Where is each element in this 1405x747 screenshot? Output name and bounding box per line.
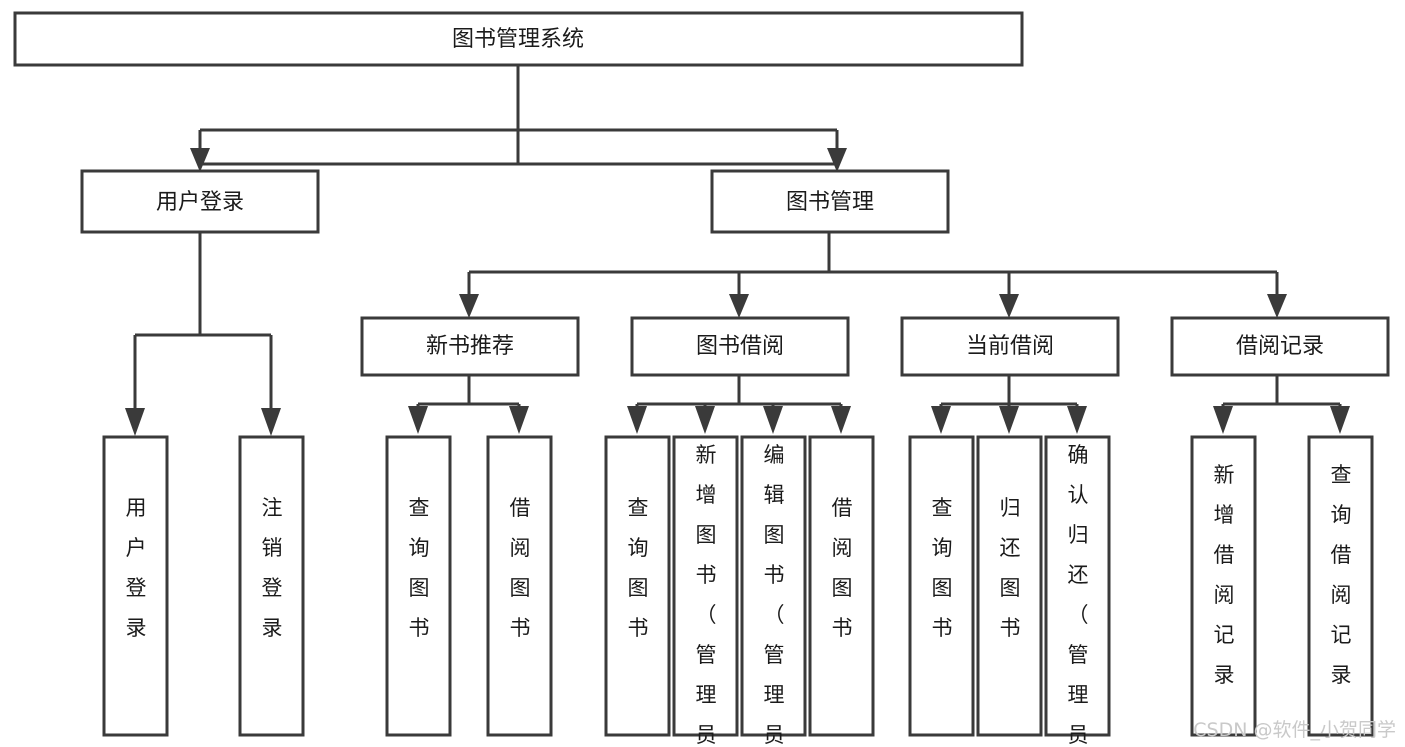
node-leaf-logout-login-label: 注销登录: [262, 496, 283, 640]
node-leaf-user-login-label: 用户登录: [126, 496, 147, 640]
node-leaf-query-book-2-label: 查询图书: [628, 496, 649, 640]
arrow-to-leaf-borrow-book-1: [509, 406, 529, 434]
node-root-label: 图书管理系统: [452, 27, 584, 52]
node-leaf-add-book-label: 新增图书（管理员）: [696, 443, 717, 747]
csdn-watermark: CSDN @软件_小贺同学: [1193, 719, 1396, 741]
arrow-to-current-borrow: [999, 294, 1019, 318]
node-leaf-confirm-return-label: 确认归还（管理员）: [1068, 443, 1089, 747]
arrow-to-leaf-edit-book: [763, 406, 783, 434]
connector-root-bus: [190, 66, 847, 172]
node-leaf-user-login[interactable]: 用户登录: [102, 435, 169, 737]
node-leaf-add-book[interactable]: 新增图书（管理员）: [672, 435, 739, 747]
node-borrow-record-label: 借阅记录: [1236, 334, 1324, 359]
node-leaf-query-record-label: 查询借阅记录: [1331, 463, 1352, 687]
node-current-borrow[interactable]: 当前借阅: [900, 316, 1120, 377]
connector-user-login-bus: [125, 233, 281, 436]
connector-borrow-record-bus: [1213, 376, 1350, 434]
arrow-to-leaf-add-book: [695, 406, 715, 434]
node-current-borrow-label: 当前借阅: [966, 334, 1054, 359]
node-leaf-query-book-3-label: 查询图书: [932, 496, 953, 640]
arrow-to-leaf-borrow-book-2: [831, 406, 851, 434]
arrow-to-user-login: [190, 148, 210, 172]
node-leaf-borrow-book-2[interactable]: 借阅图书: [808, 435, 875, 737]
node-leaf-add-record-label: 新增借阅记录: [1214, 463, 1235, 687]
node-leaf-return-book[interactable]: 归还图书: [976, 435, 1043, 737]
node-root[interactable]: 图书管理系统: [13, 11, 1024, 67]
arrow-to-leaf-query-book-3: [931, 406, 951, 434]
arrow-to-leaf-confirm-return: [1067, 406, 1087, 434]
node-user-login[interactable]: 用户登录: [80, 169, 320, 234]
arrow-to-leaf-add-record: [1213, 406, 1233, 434]
node-leaf-query-book-1-label: 查询图书: [409, 496, 430, 640]
node-book-borrow[interactable]: 图书借阅: [630, 316, 850, 377]
node-leaf-borrow-book-1[interactable]: 借阅图书: [486, 435, 553, 737]
node-leaf-add-record[interactable]: 新增借阅记录: [1190, 435, 1257, 737]
node-leaf-confirm-return[interactable]: 确认归还（管理员）: [1044, 435, 1111, 747]
node-leaf-query-book-3[interactable]: 查询图书: [908, 435, 975, 737]
arrow-to-book-management: [827, 148, 847, 172]
arrow-to-leaf-return-book: [999, 406, 1019, 434]
node-borrow-record[interactable]: 借阅记录: [1170, 316, 1390, 377]
arrow-to-leaf-user-login: [125, 408, 145, 436]
arrow-to-book-borrow: [729, 294, 749, 318]
node-new-book-recommend[interactable]: 新书推荐: [360, 316, 580, 377]
connector-book-management-bus: [459, 233, 1287, 318]
connector-current-borrow-bus: [931, 376, 1087, 434]
node-leaf-query-book-1[interactable]: 查询图书: [385, 435, 452, 737]
node-leaf-return-book-label: 归还图书: [1000, 496, 1021, 640]
node-leaf-logout-login[interactable]: 注销登录: [238, 435, 305, 737]
arrow-to-leaf-logout-login: [261, 408, 281, 436]
node-book-borrow-label: 图书借阅: [696, 334, 784, 359]
node-leaf-edit-book[interactable]: 编辑图书（管理员）: [740, 435, 807, 747]
node-leaf-borrow-book-1-label: 借阅图书: [510, 496, 531, 640]
node-leaf-query-book-2[interactable]: 查询图书: [604, 435, 671, 737]
node-book-management[interactable]: 图书管理: [710, 169, 950, 234]
node-new-book-recommend-label: 新书推荐: [426, 334, 514, 359]
node-book-management-label: 图书管理: [786, 190, 874, 215]
node-user-login-label: 用户登录: [156, 190, 244, 215]
node-leaf-edit-book-label: 编辑图书（管理员）: [764, 443, 785, 747]
arrow-to-new-book-recommend: [459, 294, 479, 318]
node-leaf-query-record[interactable]: 查询借阅记录: [1307, 435, 1374, 737]
arrow-to-leaf-query-book-2: [627, 406, 647, 434]
arrow-to-leaf-query-record: [1330, 406, 1350, 434]
arrow-to-leaf-query-book-1: [408, 406, 428, 434]
node-leaf-borrow-book-2-label: 借阅图书: [832, 496, 853, 640]
arrow-to-borrow-record: [1267, 294, 1287, 318]
connector-book-borrow-bus: [627, 376, 851, 434]
connector-new-book-recommend-bus: [408, 376, 529, 434]
